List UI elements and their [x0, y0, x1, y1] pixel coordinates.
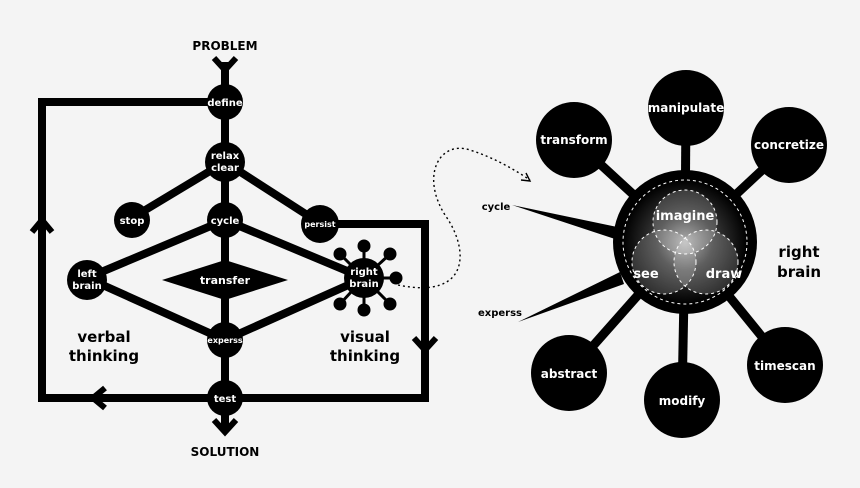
venn-draw	[673, 229, 739, 295]
node-relax	[205, 142, 245, 182]
concretize-label: concretize	[754, 138, 824, 152]
node-right-brain	[344, 258, 384, 298]
modify-label: modify	[659, 394, 706, 408]
node-test	[207, 380, 243, 416]
cycle-wedge	[512, 205, 622, 240]
node-abstract	[531, 335, 607, 411]
solution-arrow	[211, 417, 239, 437]
left-label: left	[77, 269, 97, 280]
right-brain-spokes	[333, 239, 403, 317]
transform-label: transform	[540, 133, 607, 147]
persist-label: persist	[304, 220, 335, 229]
flowchart: PROBLEM SOLUTION define relax clear stop…	[29, 39, 439, 459]
problem-arrow	[211, 55, 239, 75]
node-concretize	[751, 107, 827, 183]
solution-label: SOLUTION	[191, 445, 260, 459]
node-experss	[207, 322, 243, 358]
verbal-thinking-line1: verbal	[77, 328, 130, 346]
stop-label: stop	[120, 216, 145, 227]
manipulate-label: manipulate	[648, 101, 724, 115]
draw-label: draw	[706, 267, 743, 282]
right-label: right	[350, 267, 378, 278]
right-brain-side-line2: brain	[777, 263, 821, 281]
right-brain-label: brain	[349, 279, 378, 290]
center-dashed-ring	[622, 179, 748, 305]
timescan-label: timescan	[754, 359, 815, 373]
node-timescan	[747, 327, 823, 403]
venn-see	[631, 229, 697, 295]
loop-up-arrow	[29, 215, 55, 234]
cycle-side-label: cycle	[482, 202, 511, 213]
node-cycle	[207, 202, 243, 238]
experss-wedge	[518, 272, 624, 322]
imagine-label: imagine	[656, 209, 715, 224]
right-brain-map: cycle experss imagine see draw transform…	[478, 70, 827, 438]
node-persist	[301, 205, 339, 243]
dotted-connector	[397, 147, 531, 289]
persist-down-arrow	[411, 335, 439, 355]
transfer-diamond	[162, 260, 288, 300]
loop-left-arrow	[88, 385, 107, 411]
clear-label: clear	[211, 163, 239, 174]
feedback-loop-line	[38, 98, 225, 402]
left-brain-label: brain	[72, 281, 101, 292]
test-label: test	[214, 394, 237, 405]
dotted-connector-arrow	[520, 172, 532, 182]
node-define	[207, 84, 243, 120]
experss-side-label: experss	[478, 308, 522, 319]
node-stop	[114, 202, 150, 238]
right-brain-side-line1: right	[778, 243, 819, 261]
node-left-brain	[67, 260, 107, 300]
node-manipulate	[648, 70, 724, 146]
persist-loop-line	[240, 220, 429, 402]
node-transform	[536, 102, 612, 178]
transfer-label: transfer	[200, 274, 251, 287]
visual-thinking-line1: visual	[340, 328, 390, 346]
see-label: see	[633, 267, 659, 282]
venn-imagine	[652, 189, 718, 255]
node-modify	[644, 362, 720, 438]
venn-diagram	[631, 189, 739, 295]
abstract-label: abstract	[541, 367, 598, 381]
visual-thinking-line2: thinking	[330, 347, 400, 365]
cycle-label: cycle	[211, 216, 240, 227]
define-label: define	[207, 98, 242, 109]
problem-label: PROBLEM	[192, 39, 257, 53]
relax-label: relax	[211, 151, 240, 162]
experss-label: experss	[207, 336, 242, 345]
verbal-thinking-line2: thinking	[69, 347, 139, 365]
